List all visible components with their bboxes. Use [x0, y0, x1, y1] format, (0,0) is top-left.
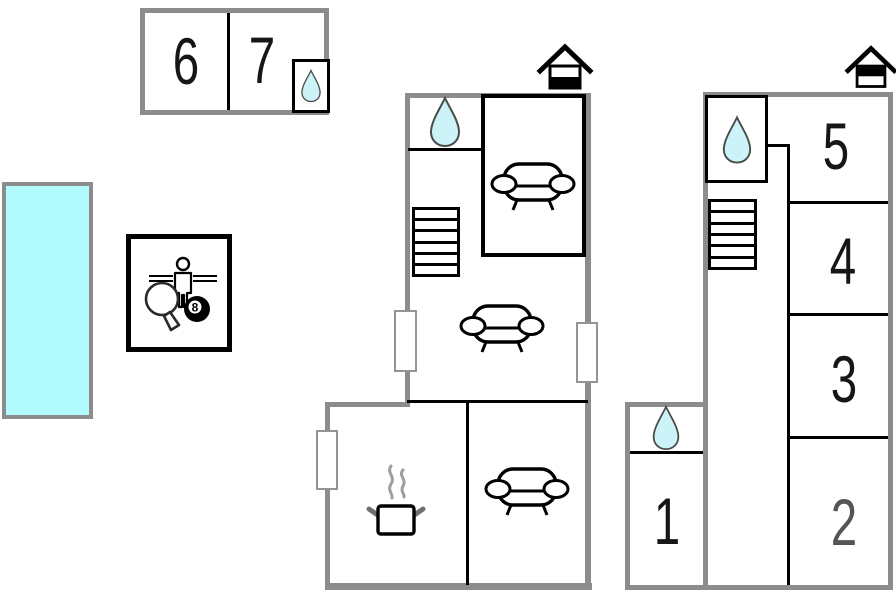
stove-icon	[366, 464, 426, 536]
window	[394, 310, 417, 372]
bathroom-wall	[630, 451, 703, 454]
steam	[388, 464, 394, 500]
water-drop-icon	[652, 404, 680, 451]
water-drop-icon	[301, 68, 321, 103]
room-5-label: 5	[822, 109, 850, 183]
stairs-icon	[412, 207, 460, 277]
room-7-label: 7	[248, 23, 276, 97]
steam	[399, 468, 406, 499]
bathroom-wall	[408, 148, 484, 151]
sofa-icon	[484, 467, 570, 516]
wall-segment	[466, 402, 469, 585]
wall-segment	[766, 144, 790, 147]
wall-segment	[787, 144, 790, 585]
wall-segment	[325, 583, 592, 590]
floor-indicator-upper-icon	[844, 45, 896, 88]
sofa-icon	[490, 162, 576, 211]
room-divider	[787, 436, 888, 439]
water-drop-icon	[429, 95, 461, 148]
window	[576, 322, 598, 383]
wall-segment	[325, 402, 330, 590]
room-3-label: 3	[830, 342, 858, 416]
room-divider	[787, 313, 888, 316]
window	[316, 430, 338, 490]
floor-indicator-ground-icon	[536, 43, 594, 90]
table-tennis-paddle-icon	[144, 281, 181, 332]
room-6-label: 6	[172, 24, 200, 98]
room-1-label: 1	[653, 484, 681, 558]
billiard-eight-ball-icon: 8	[184, 296, 210, 322]
room-divider	[787, 201, 888, 204]
wall-segment	[325, 402, 410, 407]
sofa-icon	[459, 304, 545, 353]
eight-ball-number: 8	[192, 301, 199, 315]
wall-segment	[407, 400, 588, 403]
stairs-icon	[708, 199, 757, 270]
swimming-pool	[2, 182, 93, 419]
water-drop-icon	[722, 115, 752, 164]
room-2-label: 2	[830, 485, 858, 559]
room-4-label: 4	[829, 224, 857, 298]
game-room-icons: 8	[144, 256, 217, 332]
wall-segment	[405, 93, 410, 405]
wall-segment	[227, 13, 230, 110]
annex-room-1-outline	[625, 402, 703, 590]
